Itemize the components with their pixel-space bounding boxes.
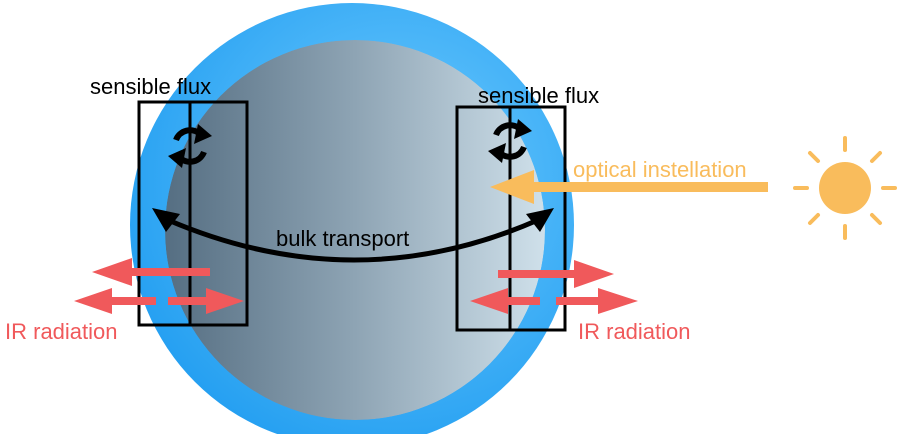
right-flux-column xyxy=(455,105,567,332)
sensible-flux-label-right: sensible flux xyxy=(478,83,599,108)
ir-arrows-left xyxy=(74,258,244,314)
bulk-transport-arrow xyxy=(152,208,554,263)
circulation-icon xyxy=(488,119,532,163)
sun-icon xyxy=(793,136,897,240)
ir-arrows-right xyxy=(470,260,638,314)
ir-radiation-label-left: IR radiation xyxy=(5,319,118,344)
planet-interior xyxy=(165,40,545,420)
optical-instellation-arrow xyxy=(490,170,768,204)
circulation-icon xyxy=(168,124,212,168)
left-flux-column xyxy=(137,100,249,327)
sensible-flux-label-left: sensible flux xyxy=(90,74,211,99)
optical-instellation-label: optical instellation xyxy=(573,157,747,182)
bulk-transport-label: bulk transport xyxy=(276,226,409,251)
ir-radiation-label-right: IR radiation xyxy=(578,319,691,344)
